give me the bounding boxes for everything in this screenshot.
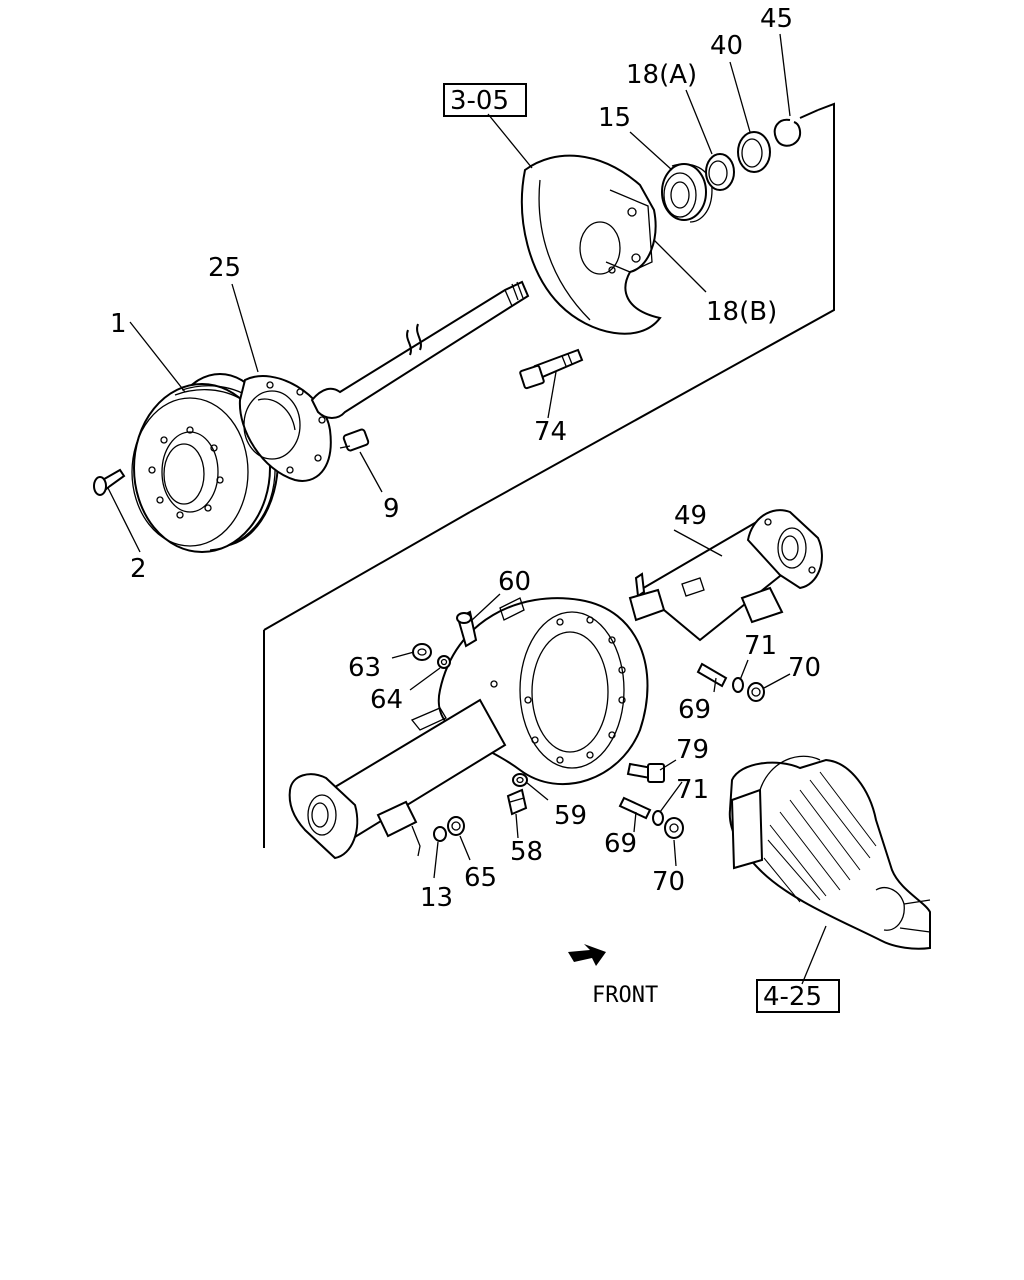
front-label: FRONT (592, 983, 658, 1008)
bolt-79 (626, 762, 665, 783)
part-label-79: 79 (676, 735, 709, 765)
front-arrow-icon (568, 944, 606, 966)
part-label-25: 25 (208, 253, 241, 283)
drum-stud-holes (148, 426, 224, 519)
drum-screw (93, 468, 126, 496)
part-label-45: 45 (760, 4, 793, 34)
part-label-2: 2 (130, 554, 147, 584)
part-label-49: 49 (674, 501, 707, 531)
part-label-58: 58 (510, 837, 543, 867)
part-label-63: 63 (348, 653, 381, 683)
ref-box-3-05 (443, 83, 527, 117)
part-label-1: 1 (110, 309, 127, 339)
part-label-15: 15 (598, 103, 631, 133)
part-label-13: 13 (420, 883, 453, 913)
stud-69-lower (618, 796, 652, 820)
ref-box-4-25 (756, 979, 840, 1013)
part-label-9: 9 (383, 494, 400, 524)
backing-plate-bolt (519, 348, 584, 390)
part-label-69-lower: 69 (604, 829, 637, 859)
hub-flange (238, 375, 332, 482)
lower-mount-line (411, 825, 421, 857)
washer-59 (512, 773, 528, 787)
breather-plug-60 (456, 610, 478, 648)
stud-69-upper (696, 662, 728, 688)
nut-65 (447, 816, 465, 836)
nut-63 (412, 643, 432, 661)
leader-lines (107, 33, 827, 985)
washer-64 (437, 655, 451, 669)
nut-70-lower (664, 817, 684, 839)
part-label-70-upper: 70 (788, 653, 821, 683)
nut-70-upper (747, 682, 765, 702)
upper-assembly-outline (263, 102, 835, 848)
part-label-40: 40 (710, 31, 743, 61)
part-label-64: 64 (370, 685, 403, 715)
washer-71-lower (652, 810, 664, 826)
part-label-74: 74 (534, 417, 567, 447)
snap-ring (773, 118, 802, 147)
part-label-59: 59 (554, 801, 587, 831)
part-label-71-lower: 71 (676, 775, 709, 805)
retainer-ring-a (705, 153, 735, 191)
washer-71-upper (732, 677, 744, 693)
axle-shaft (310, 280, 530, 419)
plug-58 (506, 788, 528, 816)
part-label-18a: 18(A) (626, 60, 697, 90)
ref-label-3-05: 3-05 (450, 86, 509, 116)
washer-13 (433, 826, 447, 842)
axle-housing (288, 509, 823, 860)
part-label-71-upper: 71 (744, 631, 777, 661)
ref-label-4-25: 4-25 (763, 982, 822, 1012)
part-label-70-lower: 70 (652, 867, 685, 897)
stud-bolt (339, 428, 370, 452)
differential-carrier (728, 755, 931, 950)
backing-plate (520, 154, 662, 335)
part-label-65: 65 (464, 863, 497, 893)
part-label-18b: 18(B) (706, 297, 777, 327)
housing-bolt-holes (524, 616, 626, 764)
part-label-60: 60 (498, 567, 531, 597)
wheel-bearing (661, 163, 713, 223)
part-label-69-upper: 69 (678, 695, 711, 725)
oil-seal (737, 131, 771, 173)
